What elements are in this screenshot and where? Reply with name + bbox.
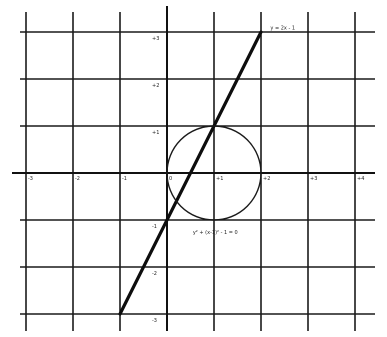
equation-label: y = 2x - 1: [270, 26, 295, 32]
y-tick-label: +1: [152, 130, 159, 136]
equation-labels: y = 2x - 1 y² + (x-1)² - 1 = 0: [193, 26, 295, 236]
equation-label: y² + (x-1)² - 1 = 0: [193, 230, 238, 236]
x-tick-label: 0: [169, 176, 172, 182]
y-tick-label: -3: [152, 318, 157, 324]
tick-labels: -3 -2 -1 0 +1 +2 +3 +4 +3 +2 +1 -1 -2 -3: [28, 36, 364, 324]
x-tick-label: +3: [310, 176, 317, 182]
x-tick-label: +1: [216, 176, 223, 182]
series-layer: [118, 30, 263, 316]
series-line: [118, 30, 263, 316]
y-tick-label: +2: [152, 83, 159, 89]
x-tick-label: +4: [357, 176, 364, 182]
y-tick-label: +3: [152, 36, 159, 42]
x-tick-label: -2: [75, 176, 80, 182]
grid: [20, 12, 375, 331]
x-tick-label: -3: [28, 176, 33, 182]
x-tick-label: +2: [263, 176, 270, 182]
y-tick-label: -2: [152, 271, 157, 277]
series-circle: [166, 125, 262, 221]
y-tick-label: -1: [152, 224, 157, 230]
x-tick-label: -1: [122, 176, 127, 182]
